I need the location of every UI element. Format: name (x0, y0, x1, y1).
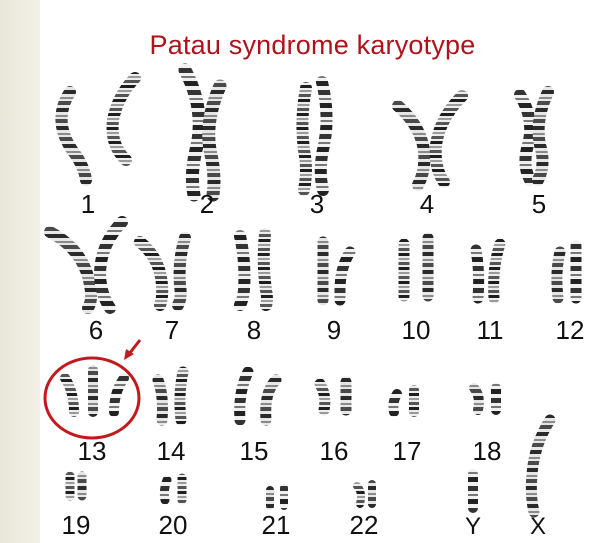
chromosome-pair-21 (270, 488, 284, 506)
label-4: 4 (420, 191, 434, 217)
label-12: 12 (556, 317, 585, 343)
chromosome-pair-1 (61, 78, 135, 180)
label-8: 8 (247, 317, 261, 343)
label-19: 19 (62, 512, 91, 538)
label-15: 15 (240, 438, 269, 464)
label-3: 3 (310, 191, 324, 217)
label-14: 14 (157, 438, 186, 464)
label-16: 16 (320, 438, 349, 464)
label-7: 7 (165, 317, 179, 343)
chromosome-pair-3 (302, 82, 326, 190)
chromosome-pair-16 (320, 382, 346, 410)
chromosome-x (531, 420, 550, 512)
chromosome-pair-7 (140, 238, 185, 305)
chromosome-pair-12 (557, 246, 576, 298)
label-22: 22 (350, 512, 379, 538)
chromosome-pair-6 (50, 222, 122, 308)
chromosome-pair-18 (474, 388, 496, 410)
chromosome-pair-4 (398, 96, 462, 185)
label-10: 10 (402, 317, 431, 343)
chromosome-pair-8 (240, 234, 267, 305)
label-17: 17 (393, 438, 422, 464)
label-y: Y (465, 515, 481, 539)
chromosome-pair-5 (520, 92, 548, 180)
label-x: X (530, 515, 546, 539)
label-11: 11 (477, 317, 504, 343)
chromosome-pair-2 (185, 70, 220, 195)
label-18: 18 (473, 438, 502, 464)
chromosome-pair-20 (164, 478, 182, 500)
chromosome-pair-15 (240, 372, 276, 420)
chromosome-pair-22 (357, 484, 372, 504)
chromosome-pair-19 (70, 476, 82, 496)
chromosome-pair-11 (476, 244, 500, 298)
label-1: 1 (81, 191, 95, 217)
chromosome-pair-10 (404, 238, 428, 296)
highlight-arrow (124, 340, 140, 360)
label-20: 20 (159, 512, 188, 538)
chromosome-pair-14 (158, 372, 183, 420)
label-13: 13 (78, 438, 107, 464)
chromosome-trio-13 (65, 370, 124, 412)
label-9: 9 (327, 317, 341, 343)
label-21: 21 (262, 512, 291, 538)
label-5: 5 (532, 191, 546, 217)
label-6: 6 (89, 317, 103, 343)
chromosome-pair-17 (393, 390, 414, 412)
label-2: 2 (200, 191, 214, 217)
chromosome-pair-9 (323, 242, 350, 300)
